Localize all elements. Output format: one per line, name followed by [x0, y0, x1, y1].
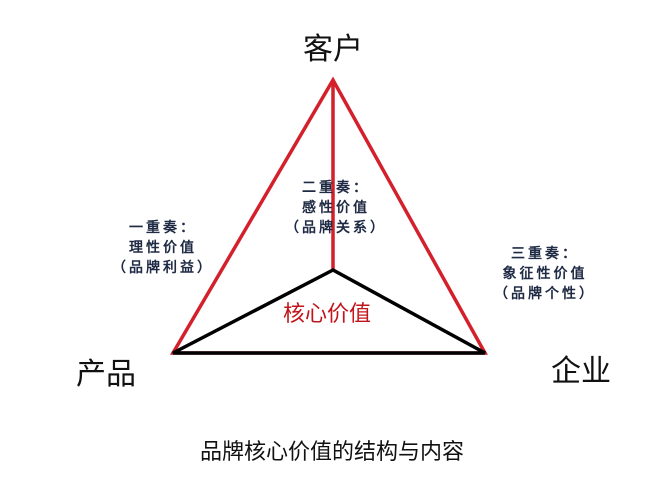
core-value-label: 核心价值: [283, 302, 372, 327]
inner-triangle: [172, 268, 486, 355]
vertex-product: 产品: [76, 357, 136, 392]
stage-first-value: 理性价值: [129, 240, 197, 256]
vertex-enterprise: 企业: [551, 354, 611, 389]
stage-third-title: 三重奏：: [511, 246, 579, 262]
stage-second-value: 感性价值: [302, 200, 370, 216]
stage-second: 二重奏： 感性价值 （品牌关系）: [276, 178, 396, 238]
stage-third-value: 象征性价值: [502, 266, 588, 282]
stage-third-detail: （品牌个性）: [494, 286, 596, 302]
stage-third: 三重奏： 象征性价值 （品牌个性）: [480, 244, 610, 304]
stage-first-detail: （品牌利益）: [112, 260, 214, 276]
diagram-caption: 品牌核心价值的结构与内容: [200, 440, 465, 465]
stage-first: 一重奏： 理性价值 （品牌利益）: [108, 218, 218, 278]
stage-second-detail: （品牌关系）: [285, 220, 387, 236]
stage-second-title: 二重奏：: [302, 180, 370, 196]
stage-first-title: 一重奏：: [129, 220, 197, 236]
vertex-customer: 客户: [303, 32, 363, 67]
